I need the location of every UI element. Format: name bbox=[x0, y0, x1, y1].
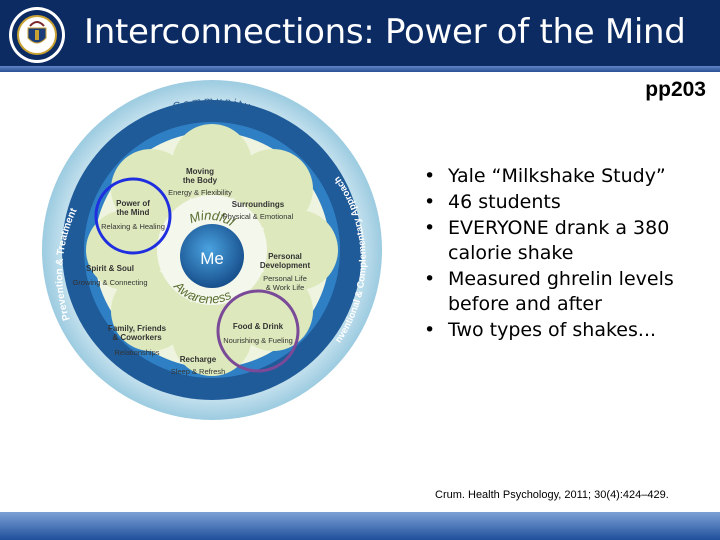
citation: Crum. Health Psychology, 2011; 30(4):424… bbox=[435, 489, 669, 501]
petal-title: Spirit & Soul bbox=[86, 264, 134, 273]
petal-title: Food & Drink bbox=[233, 322, 284, 331]
header-stripe bbox=[0, 66, 720, 72]
bullet-item: Yale “Milkshake Study” bbox=[418, 164, 713, 189]
petal-title: Power of bbox=[116, 199, 150, 208]
petal-title: Moving bbox=[186, 167, 214, 176]
petal-subtitle: Personal Life bbox=[263, 274, 307, 283]
petal-spirit-and-soul bbox=[86, 210, 166, 290]
petal-subtitle: Growing & Connecting bbox=[72, 278, 147, 287]
study-bullet-list: Yale “Milkshake Study” 46 students EVERY… bbox=[418, 164, 713, 344]
petal-title: Family, Friends bbox=[108, 324, 167, 333]
petal-moving-the-body bbox=[172, 124, 252, 204]
petal-subtitle: Relationships bbox=[114, 348, 159, 357]
bullet-item: Measured ghrelin levels before and after bbox=[418, 267, 713, 317]
petal-family-friends bbox=[111, 271, 191, 351]
food-and-drink-highlight bbox=[216, 289, 300, 373]
department-seal-icon bbox=[9, 7, 65, 63]
petal-title: & Coworkers bbox=[112, 333, 162, 342]
bullet-item: Two types of shakes... bbox=[418, 318, 713, 343]
bullet-item: 46 students bbox=[418, 190, 713, 215]
petal-surroundings bbox=[233, 149, 313, 229]
petal-subtitle: Physical & Emotional bbox=[223, 212, 294, 221]
petal-title: the Body bbox=[183, 176, 218, 185]
petal-subtitle: Energy & Flexibility bbox=[168, 188, 232, 197]
petal-title: Recharge bbox=[180, 355, 217, 364]
bullet-item: EVERYONE drank a 380 calorie shake bbox=[418, 216, 713, 266]
page-reference: pp203 bbox=[645, 78, 706, 101]
power-of-mind-highlight bbox=[94, 177, 172, 255]
petal-personal-development bbox=[258, 210, 338, 290]
petal-title: Personal bbox=[268, 252, 302, 261]
petal-power-of-the-mind bbox=[111, 149, 191, 229]
petal-title: Surroundings bbox=[232, 200, 285, 209]
petal-title: Development bbox=[260, 261, 311, 270]
center-me-label: Me bbox=[200, 249, 224, 268]
footer-bar bbox=[0, 512, 720, 540]
center-me bbox=[180, 224, 244, 288]
petal-subtitle: Relaxing & Healing bbox=[101, 222, 165, 231]
petal-title: the Mind bbox=[117, 208, 150, 217]
petal-subtitle: Nourishing & Fueling bbox=[223, 336, 293, 345]
petal-subtitle: Sleep & Refresh bbox=[171, 367, 226, 376]
petal-recharge bbox=[172, 296, 252, 376]
page-title: Interconnections: Power of the Mind bbox=[84, 12, 686, 52]
petal-subtitle: & Work Life bbox=[266, 283, 305, 292]
whole-health-wheel: Community Prevention & Treatment Convent… bbox=[40, 78, 382, 420]
slide-header bbox=[0, 0, 720, 66]
